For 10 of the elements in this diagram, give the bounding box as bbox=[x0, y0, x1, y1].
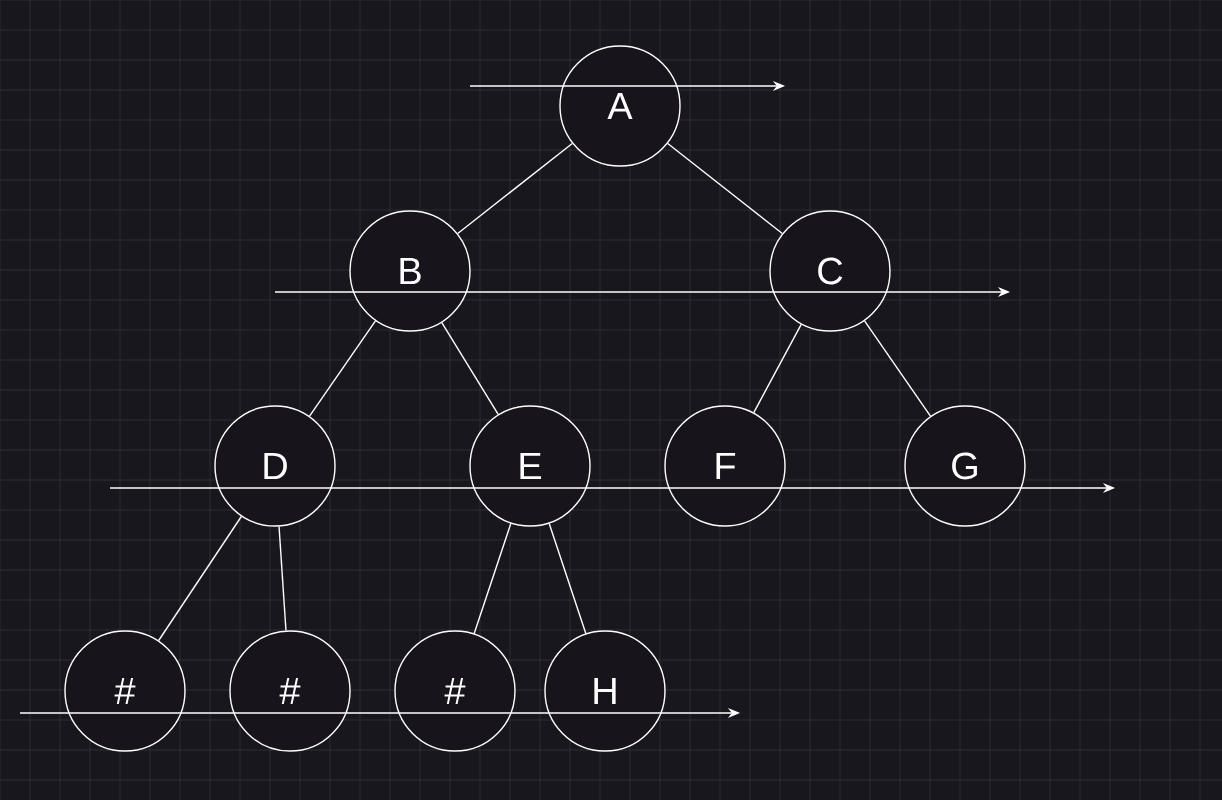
tree-edge bbox=[863, 320, 932, 417]
tree-edge bbox=[473, 522, 512, 635]
tree-edge bbox=[667, 142, 783, 235]
tree-edge bbox=[457, 142, 573, 235]
tree-edge bbox=[753, 323, 802, 414]
tree-edge bbox=[278, 525, 287, 632]
tree-edge bbox=[441, 322, 499, 415]
tree-edge bbox=[308, 320, 377, 417]
tree-edge bbox=[157, 515, 243, 642]
tree-edge bbox=[548, 522, 587, 635]
